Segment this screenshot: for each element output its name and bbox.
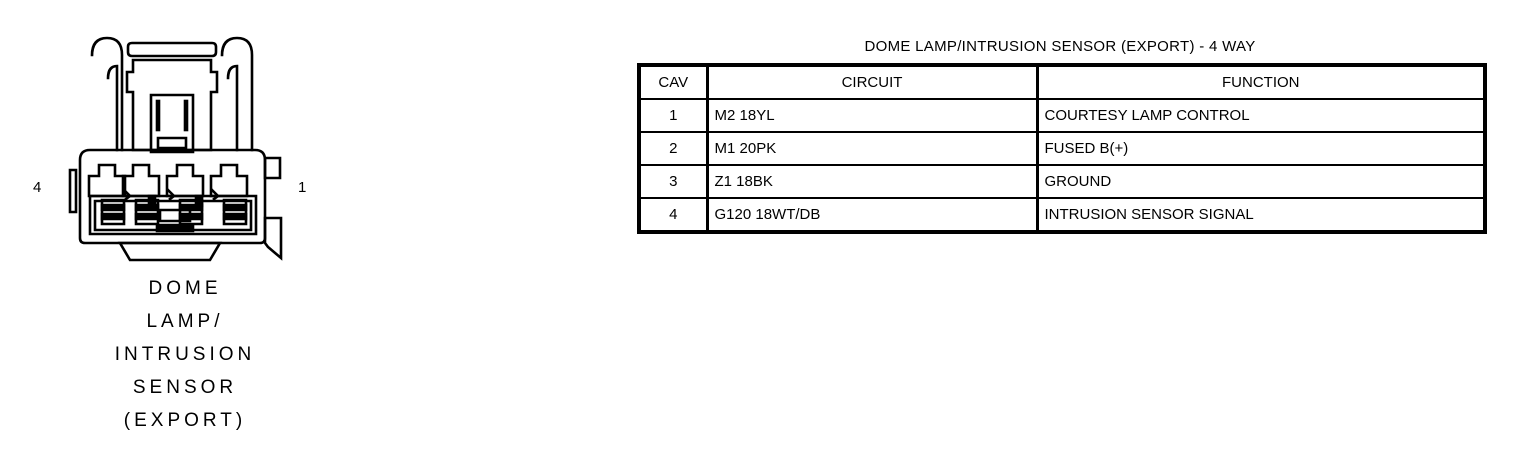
cell-circuit: M1 20PK <box>705 131 1039 166</box>
terminal-stripe-1b <box>222 212 248 221</box>
left-side-bracket <box>68 168 78 214</box>
cell-cav: 4 <box>637 197 709 233</box>
caption-line-3: INTRUSION <box>114 344 256 365</box>
center-rib-shadow <box>155 223 195 233</box>
left-tab-inner <box>106 64 119 152</box>
cavity-opening-3 <box>121 163 161 198</box>
terminal-stripe-3b <box>134 212 160 221</box>
connector-caption: DOME LAMP/ INTRUSION SENSOR (EXPORT) <box>0 272 370 437</box>
cell-function: INTRUSION SENSOR SIGNAL <box>1035 197 1487 233</box>
terminal-stripe-4b <box>100 212 126 221</box>
cell-circuit: M2 18YL <box>705 98 1039 133</box>
table-row: 3 Z1 18BK GROUND <box>637 164 1487 199</box>
cell-cav: 1 <box>637 98 709 133</box>
pinout-table-block: DOME LAMP/INTRUSION SENSOR (EXPORT) - 4 … <box>637 38 1487 234</box>
right-tab-inner <box>226 64 239 152</box>
cell-cav: 2 <box>637 131 709 166</box>
right-tab-outer <box>220 36 254 152</box>
header-function: FUNCTION <box>1035 64 1487 100</box>
center-polarizing-rib <box>158 208 192 223</box>
latch-top-bar <box>126 41 218 58</box>
connector-figure: 4 1 DOME LAMP/ INTRUSION SENSOR (EXPORT) <box>0 0 400 452</box>
terminal-blade-1 <box>222 198 248 226</box>
terminal-hook-2 <box>166 188 176 201</box>
right-key-lower <box>263 216 283 261</box>
header-circuit: CIRCUIT <box>705 64 1039 100</box>
right-key-upper <box>263 156 282 180</box>
latch-column-rib-right <box>183 99 189 132</box>
bottom-skirt-tab <box>117 241 223 262</box>
pinout-table: CAV CIRCUIT FUNCTION 1 M2 18YL COURTESY … <box>637 63 1487 234</box>
latch-column <box>149 93 195 154</box>
cavity-opening-2 <box>165 163 205 198</box>
cell-circuit: Z1 18BK <box>705 164 1039 199</box>
cell-function: COURTESY LAMP CONTROL <box>1035 98 1487 133</box>
pin-number-right: 1 <box>298 179 307 196</box>
caption-line-2: LAMP/ <box>146 311 224 332</box>
caption-line-5: (EXPORT) <box>123 410 247 431</box>
table-row: 2 M1 20PK FUSED B(+) <box>637 131 1487 166</box>
terminal-stripe-1a <box>222 203 248 212</box>
cell-circuit: G120 18WT/DB <box>705 197 1039 233</box>
divider-block-right <box>194 194 204 208</box>
table-title: DOME LAMP/INTRUSION SENSOR (EXPORT) - 4 … <box>864 38 1256 55</box>
table-row: 1 M2 18YL COURTESY LAMP CONTROL <box>637 98 1487 133</box>
cavity-opening-4 <box>87 163 127 198</box>
latch-column-rib-left <box>155 99 161 132</box>
pin-number-left: 4 <box>33 179 42 196</box>
divider-block-left <box>147 194 157 208</box>
cell-cav: 3 <box>637 164 709 199</box>
latch-column-window <box>156 136 188 150</box>
latch-shoulder <box>125 58 219 152</box>
connector-drawing <box>68 36 283 262</box>
header-cav: CAV <box>637 64 709 100</box>
terminal-blade-4 <box>100 198 126 226</box>
table-header-row: CAV CIRCUIT FUNCTION <box>637 64 1487 100</box>
terminal-stripe-4a <box>100 203 126 212</box>
terminal-hook-1 <box>210 188 220 201</box>
cavity-opening-1 <box>209 163 249 198</box>
table-row: 4 G120 18WT/DB INTRUSION SENSOR SIGNAL <box>637 197 1487 233</box>
caption-line-4: SENSOR <box>132 377 238 398</box>
cell-function: FUSED B(+) <box>1035 131 1487 166</box>
left-tab-outer <box>90 36 124 152</box>
cell-function: GROUND <box>1035 164 1487 199</box>
caption-line-1: DOME <box>148 278 222 299</box>
